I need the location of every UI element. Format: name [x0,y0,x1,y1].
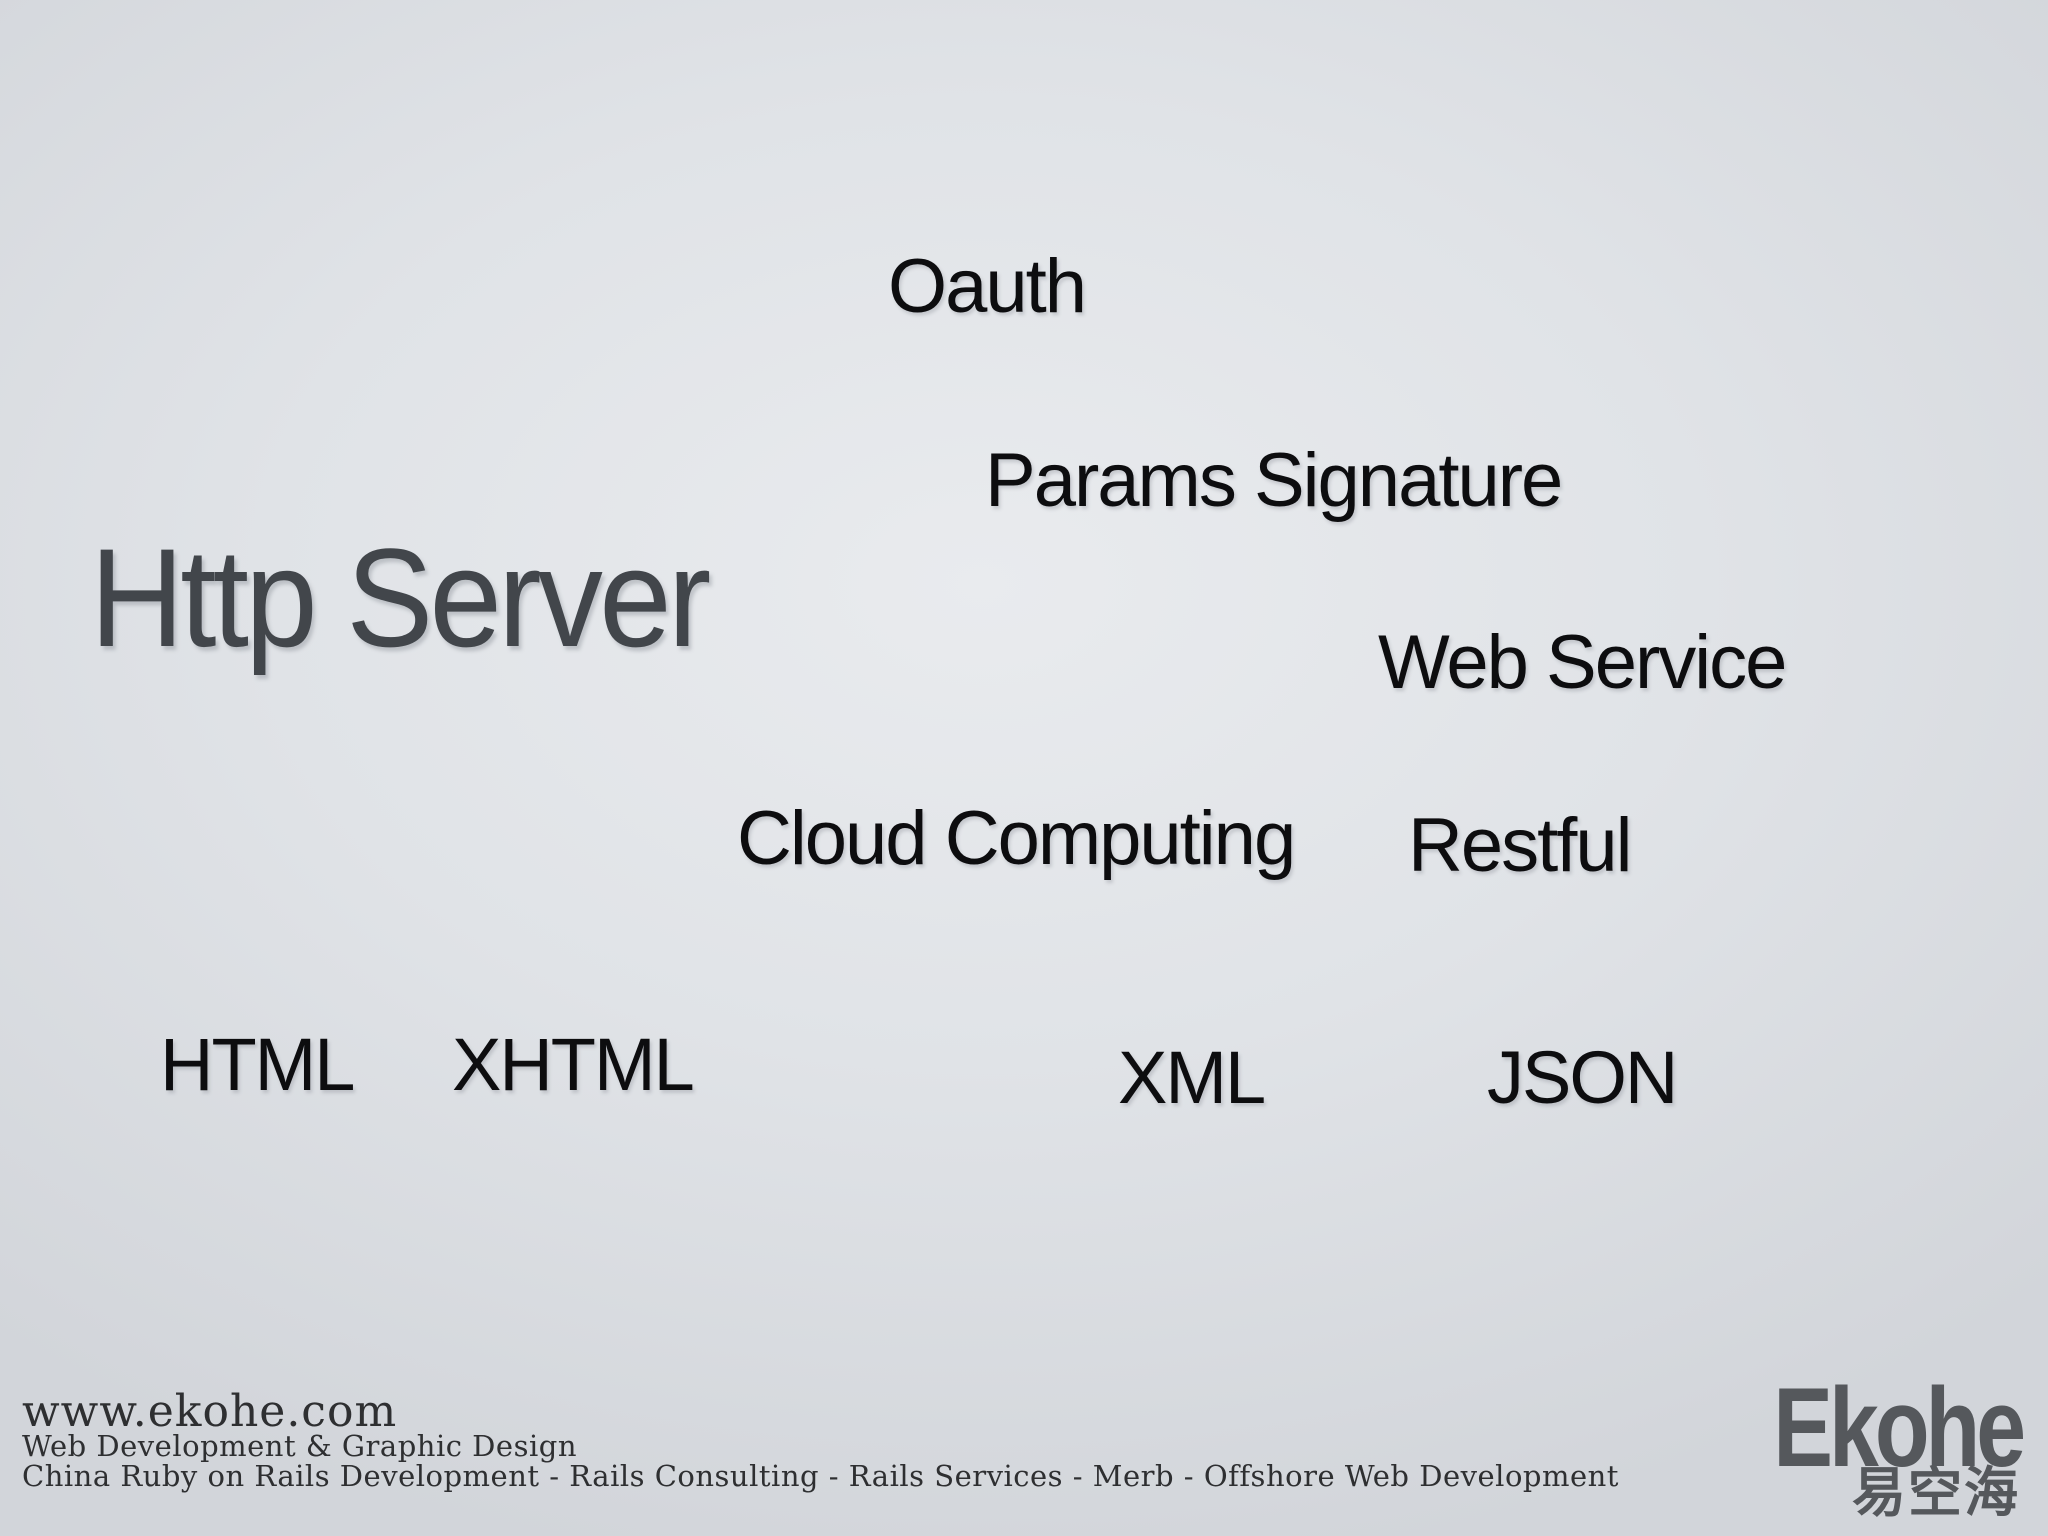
keyword-cloud-computing: Cloud Computing [737,796,1296,881]
slide-title-http-server: Http Server [90,519,711,676]
ekohe-logo-chinese-name: 易空海 [1852,1463,2020,1523]
keyword-params-signature: Params Signature [985,438,1563,523]
footer-website-url: www.ekohe.com [22,1386,398,1437]
keyword-oauth: Oauth [888,244,1087,329]
keyword-html: HTML [160,1023,355,1106]
keyword-web-service: Web Service [1378,620,1787,705]
footer-services-line: China Ruby on Rails Development - Rails … [22,1459,1619,1493]
footer-tagline: Web Development & Graphic Design [22,1429,577,1463]
keyword-xml: XML [1118,1036,1266,1119]
ekohe-logo-wordmark: Ekohe [1773,1365,2026,1490]
keyword-json: JSON [1487,1036,1678,1119]
keyword-xhtml: XHTML [452,1023,695,1106]
keyword-restful: Restful [1408,803,1633,888]
